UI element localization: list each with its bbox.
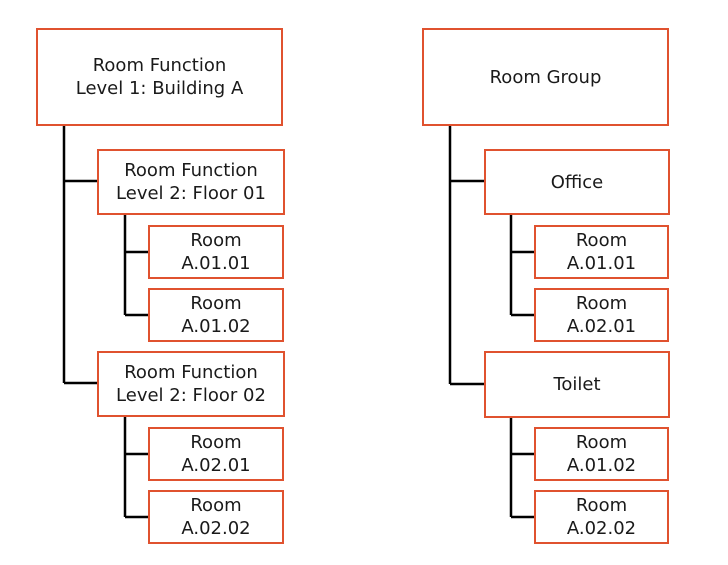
node-line: Room — [190, 293, 242, 314]
node-line: A.02.01 — [566, 316, 637, 337]
node-line: A.02.01 — [181, 455, 251, 476]
node-line: Office — [550, 171, 604, 193]
node-line: Toilet — [553, 374, 601, 395]
node-line: A.01.02 — [181, 316, 251, 337]
node-line: Room — [575, 495, 628, 516]
node-room-a0201-left: Room A.02.01 — [148, 427, 284, 481]
node-line: Room — [575, 230, 628, 251]
node-room-function-floor-01: Room Function Level 2: Floor 01 — [97, 149, 285, 215]
node-line: Room — [190, 432, 242, 453]
node-line: Room Function — [92, 55, 227, 76]
node-line: Room Function — [124, 362, 258, 383]
node-line: Level 2: Floor 01 — [116, 183, 266, 204]
node-line: Room — [575, 293, 628, 314]
node-room-a0101-left: Room A.01.01 — [148, 225, 284, 279]
node-room-function-floor-02: Room Function Level 2: Floor 02 — [97, 351, 285, 417]
node-line: Level 2: Floor 02 — [116, 385, 266, 406]
node-line: Room — [190, 495, 242, 516]
node-office: Office — [484, 149, 670, 215]
node-room-a0202-left: Room A.02.02 — [148, 490, 284, 544]
node-room-a0102-right: Room A.01.02 — [534, 427, 669, 481]
node-toilet: Toilet — [484, 351, 670, 418]
node-line: Room — [575, 432, 628, 453]
node-line: Level 1: Building A — [75, 78, 244, 99]
node-line: A.02.02 — [566, 518, 637, 539]
node-line: A.02.02 — [181, 518, 251, 539]
node-line: A.01.02 — [566, 455, 637, 476]
node-room-group: Room Group — [422, 28, 669, 126]
node-line: A.01.01 — [181, 253, 251, 274]
node-room-a0202-right: Room A.02.02 — [534, 490, 669, 544]
node-line: Room Function — [124, 160, 258, 181]
node-room-a0101-right: Room A.01.01 — [534, 225, 669, 279]
node-room-a0201-right: Room A.02.01 — [534, 288, 669, 342]
node-room-a0102-left: Room A.01.02 — [148, 288, 284, 342]
node-room-function-building-a: Room Function Level 1: Building A — [36, 28, 283, 126]
node-line: A.01.01 — [566, 253, 637, 274]
node-line: Room Group — [489, 66, 602, 88]
node-line: Room — [190, 230, 242, 251]
